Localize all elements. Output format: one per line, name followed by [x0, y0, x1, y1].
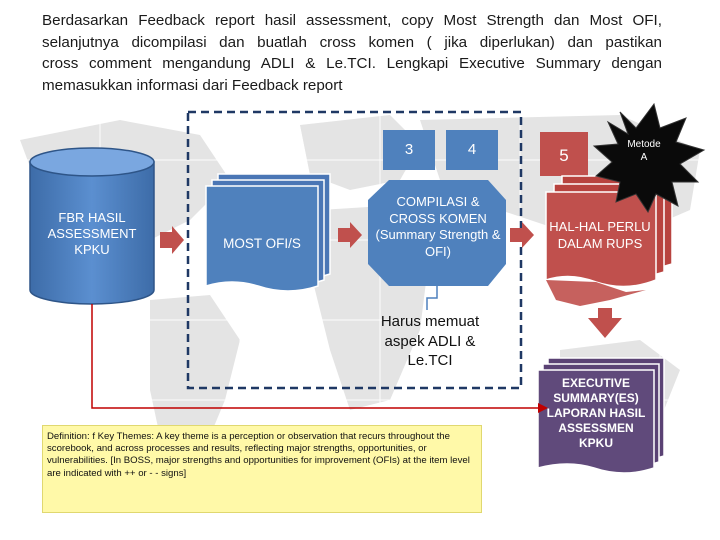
arrow-2 [338, 222, 362, 248]
feedback-line [91, 304, 538, 409]
arrow-down [588, 308, 622, 338]
intro-line-1: Berdasarkan Feedback report hasil assess… [42, 12, 662, 29]
cylinder-label: FBR HASIL ASSESSMENT KPKU [47, 210, 137, 257]
most-ofi-label: MOST OFI/S [223, 236, 301, 251]
arrow-1 [160, 226, 184, 254]
intro-line-3: cross comment mengandung ADLI & Le.TCI. … [42, 55, 662, 72]
step-5-box [540, 132, 588, 176]
step-4-box [446, 130, 498, 170]
executive-summary-label: EXECUTIVE SUMMARY(ES) LAPORAN HASIL ASSE… [546, 376, 646, 450]
executive-summary-stack [537, 357, 665, 474]
definition-note: Definition: f Key Themes: A key theme is… [42, 425, 482, 513]
halhal-label: HAL-HAL PERLU DALAM RUPS [549, 219, 651, 251]
harus-label: Harus memuat aspek ADLI & Le.TCI [380, 313, 480, 369]
intro-paragraph: Berdasarkan Feedback report hasil assess… [42, 10, 662, 96]
compilasi-label: COMPILASI & CROSS KOMEN (Summary Strengt… [375, 194, 501, 259]
step-3-label: 3 [404, 141, 414, 158]
step-3-box [383, 130, 435, 170]
feedback-arrowhead [538, 403, 548, 413]
compilasi-octagon [368, 180, 506, 286]
dashed-frame [186, 110, 523, 390]
most-ofi-stack [205, 173, 331, 292]
intro-line-4: memasukkan informasi dari Feedback repor… [42, 76, 343, 94]
halhal-curl [546, 280, 646, 306]
fbr-cylinder [29, 147, 155, 305]
metode-label: Metode A [627, 139, 661, 163]
intro-line-2: selanjutnya dicompilasi dan buatlah cros… [42, 33, 662, 51]
metode-starburst [592, 102, 706, 214]
arrow-3 [510, 222, 534, 248]
connector-line [426, 286, 438, 310]
step-4-label: 4 [467, 141, 477, 158]
step-5-label: 5 [559, 146, 569, 165]
